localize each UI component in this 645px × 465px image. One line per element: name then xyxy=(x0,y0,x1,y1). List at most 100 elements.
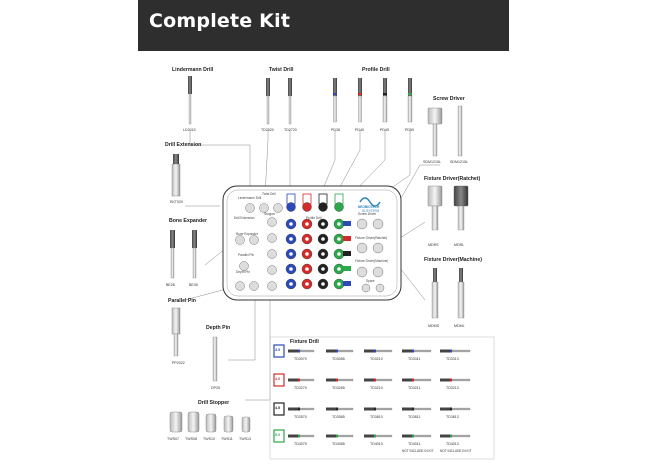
fixture-drill-band xyxy=(336,378,338,382)
depth-pin-code: DP25 xyxy=(211,386,220,390)
fixture-drill-code: TD4075 xyxy=(294,442,307,446)
lindermann-code: LD2015 xyxy=(183,128,196,132)
fixture-drill-shank xyxy=(288,434,298,438)
fixture-drill-tip xyxy=(451,349,471,353)
tray-hole-center xyxy=(289,237,293,241)
tray-hole-center xyxy=(305,252,309,256)
fixture-drill-code: TD4011 xyxy=(408,442,421,446)
fixture-driver-machine-images xyxy=(431,268,465,319)
screw-driver-images xyxy=(427,105,463,157)
fixture-drill-tip xyxy=(337,378,354,382)
screw-driver-label: Screw Driver xyxy=(433,96,465,102)
fixture-drill-code: TD3313 xyxy=(446,357,459,361)
profile-code-2: PD40 xyxy=(355,128,364,132)
fixture-drill-shank xyxy=(440,407,450,411)
drill-stopper-label: Drill Stopper xyxy=(198,400,230,406)
machine-code-2: MDML xyxy=(454,324,465,328)
tray-hole xyxy=(318,202,328,212)
fixture-drill-shank xyxy=(364,378,374,382)
fixture-drill-shank xyxy=(326,378,336,382)
fixture-drill-code: TD3270 xyxy=(294,386,307,390)
fixture-drill-shank xyxy=(364,349,374,353)
fixture-drill-tip xyxy=(299,378,315,382)
fixture-drill-code: TD3810 xyxy=(370,415,383,419)
profile-code-4: PD50 xyxy=(405,128,414,132)
tray-color-grid xyxy=(285,193,351,290)
fixture-drill-code: TD4013 xyxy=(446,442,459,446)
tray-hole-center xyxy=(337,267,341,271)
tray-profile-label: Profile Drill xyxy=(306,216,322,220)
tray-ratchet-label: Fixture Driver(Ratchet) xyxy=(355,236,388,240)
fixture-drill-tip xyxy=(299,434,315,438)
fixture-row-size: 4.5 xyxy=(275,406,280,410)
tray-hole-center xyxy=(305,282,309,286)
fixture-drill-shank xyxy=(402,407,412,411)
tray-hole-center xyxy=(337,237,341,241)
stopper-code-1: TWS07 xyxy=(167,437,179,441)
twist-drill-label: Twist Drill xyxy=(269,67,294,73)
machine-code-1: MDMS xyxy=(428,324,439,328)
tray-bone-exp-label: Bone Expander xyxy=(236,232,258,236)
stopper-code-2: TWS08 xyxy=(185,437,197,441)
page-header: Complete Kit xyxy=(138,0,509,51)
not-included-note: NOT INCLUDE IN KIT xyxy=(402,449,434,453)
fixture-drill-band xyxy=(298,378,300,382)
fixture-drill-tip xyxy=(451,434,471,438)
fixture-driver-ratchet-images xyxy=(427,185,469,231)
tray-hole-center xyxy=(321,282,325,286)
fixture-drill-band xyxy=(374,349,376,353)
screw-code-2: SDM1215L xyxy=(450,160,468,164)
fixture-drill-tip xyxy=(375,407,393,411)
tray-drill-ext-label: Drill Extension xyxy=(234,216,255,220)
kit-tray xyxy=(222,185,402,301)
tray-left-holes xyxy=(235,203,283,291)
fixture-drill-band xyxy=(336,349,338,353)
tray-parallel-label: Parallel Pin xyxy=(238,253,255,257)
fixture-drill-band xyxy=(412,407,414,411)
fixture-drill-band xyxy=(336,407,338,411)
fixture-drill-band xyxy=(450,349,452,353)
fixture-drill-tip xyxy=(375,349,393,353)
stopper-code-4: TWS11 xyxy=(221,437,233,441)
tray-row-tag xyxy=(343,251,351,256)
stopper-code-3: TWS10 xyxy=(203,437,215,441)
fixture-drill-code: TD3285 xyxy=(332,386,345,390)
twist-code-2: TD2720 xyxy=(284,128,297,132)
fixture-drill-band xyxy=(374,407,376,411)
tray-sublogo: IS-SYSTEM xyxy=(362,209,380,213)
fixture-drill-shank xyxy=(440,434,450,438)
fixture-drill-band xyxy=(412,349,414,353)
fixture-drill-shank xyxy=(326,349,336,353)
tray-hole xyxy=(302,202,312,212)
fixture-drill-band xyxy=(336,434,338,438)
fixture-drill-band xyxy=(374,378,376,382)
tray-row-tag xyxy=(343,236,351,241)
fixture-drill-code: TD3311 xyxy=(408,357,421,361)
depth-pin-image xyxy=(212,336,218,382)
tray-hole-center xyxy=(321,267,325,271)
fixture-drill-code: TD3813 xyxy=(446,415,459,419)
fixture-drill-shank xyxy=(440,378,450,382)
fixture-row-tag xyxy=(273,429,285,443)
fixture-drill-tip xyxy=(337,349,354,353)
profile-code-3: PD45 xyxy=(380,128,389,132)
fixture-drill-band xyxy=(450,407,452,411)
fixture-drill-band xyxy=(298,434,300,438)
tray-row-tag xyxy=(343,281,351,286)
tray-hole-center xyxy=(337,222,341,226)
tray-lindermann-label: Lindermann Drill xyxy=(238,196,262,200)
tray-twist-label: Twist Drill xyxy=(262,192,276,196)
fixture-drill-code: TD3210 xyxy=(370,386,383,390)
drill-extension-label: Drill Extension xyxy=(165,142,202,148)
fixture-drill-band xyxy=(450,434,452,438)
tray-hole-center xyxy=(305,222,309,226)
fixture-ratchet-label: Fixture Driver(Ratchet) xyxy=(424,176,481,182)
fixture-drill-code: TD3811 xyxy=(408,415,421,419)
fixture-drill-band xyxy=(412,378,414,382)
tray-hole-center xyxy=(337,282,341,286)
fixture-drill-code: TD3213 xyxy=(446,386,459,390)
parallel-pin-label: Parallel Pin xyxy=(168,298,196,304)
stopper-code-5: TWS13 xyxy=(239,437,251,441)
fixture-drill-tip xyxy=(413,378,432,382)
